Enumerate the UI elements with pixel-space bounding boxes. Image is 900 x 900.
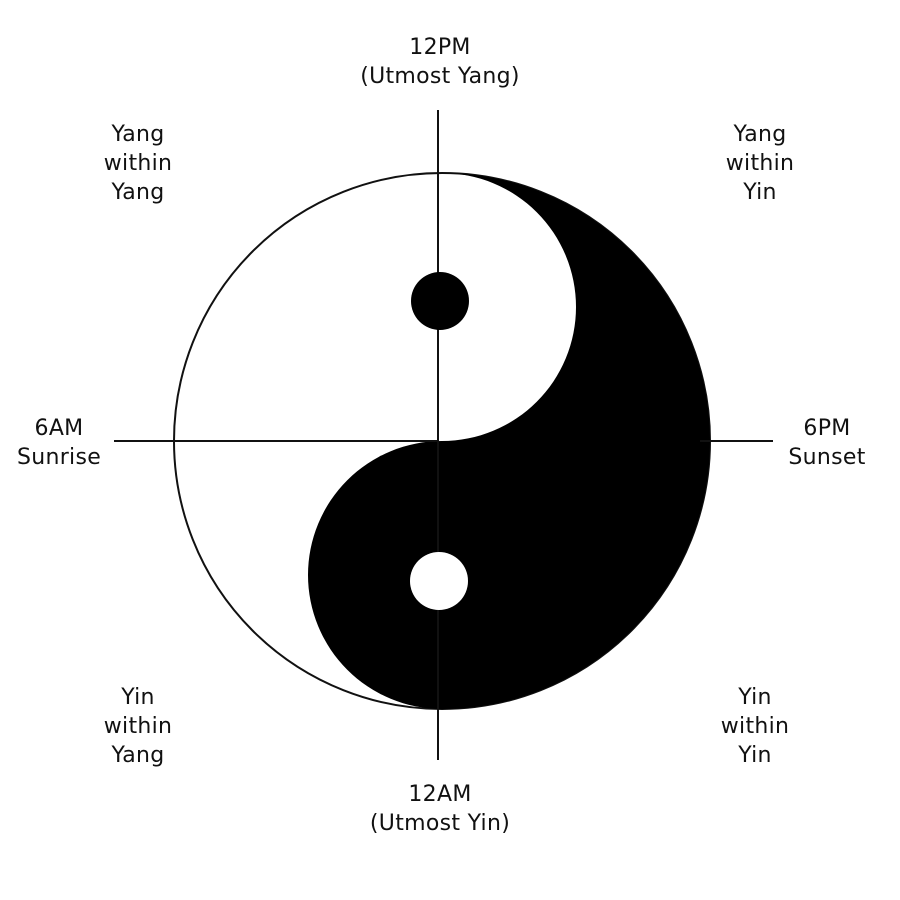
- label-6am-caption: Sunrise: [16, 445, 102, 470]
- label-12pm: 12PM (Utmost Yang): [320, 33, 560, 91]
- label-ul-line1: Yang: [111, 122, 165, 147]
- label-ul-line3: Yang: [111, 180, 165, 205]
- yin-half: [308, 173, 710, 709]
- label-12am-caption: (Utmost Yin): [369, 811, 511, 836]
- label-ll-line2: within: [103, 714, 173, 739]
- label-lr-line3: Yin: [738, 743, 772, 768]
- label-yin-within-yin: Yin within Yin: [695, 683, 815, 770]
- label-yang-within-yin: Yang within Yin: [700, 120, 820, 207]
- label-6am-time: 6AM: [34, 416, 84, 441]
- label-12pm-caption: (Utmost Yang): [360, 64, 520, 89]
- label-ul-line2: within: [103, 151, 173, 176]
- label-6pm-time: 6PM: [803, 416, 851, 441]
- label-ur-line3: Yin: [743, 180, 777, 205]
- label-12am: 12AM (Utmost Yin): [320, 780, 560, 838]
- label-lr-line1: Yin: [738, 685, 772, 710]
- yin-dot: [411, 272, 469, 330]
- label-6pm: 6PM Sunset: [768, 414, 886, 472]
- label-12am-time: 12AM: [408, 782, 472, 807]
- label-yin-within-yang: Yin within Yang: [78, 683, 198, 770]
- yang-dot: [410, 552, 468, 610]
- label-6pm-caption: Sunset: [788, 445, 866, 470]
- label-ur-line1: Yang: [733, 122, 787, 147]
- label-yang-within-yang: Yang within Yang: [78, 120, 198, 207]
- label-ll-line1: Yin: [121, 685, 155, 710]
- label-ll-line3: Yang: [111, 743, 165, 768]
- label-ur-line2: within: [725, 151, 795, 176]
- label-6am: 6AM Sunrise: [0, 414, 118, 472]
- label-12pm-time: 12PM: [409, 35, 471, 60]
- label-lr-line2: within: [720, 714, 790, 739]
